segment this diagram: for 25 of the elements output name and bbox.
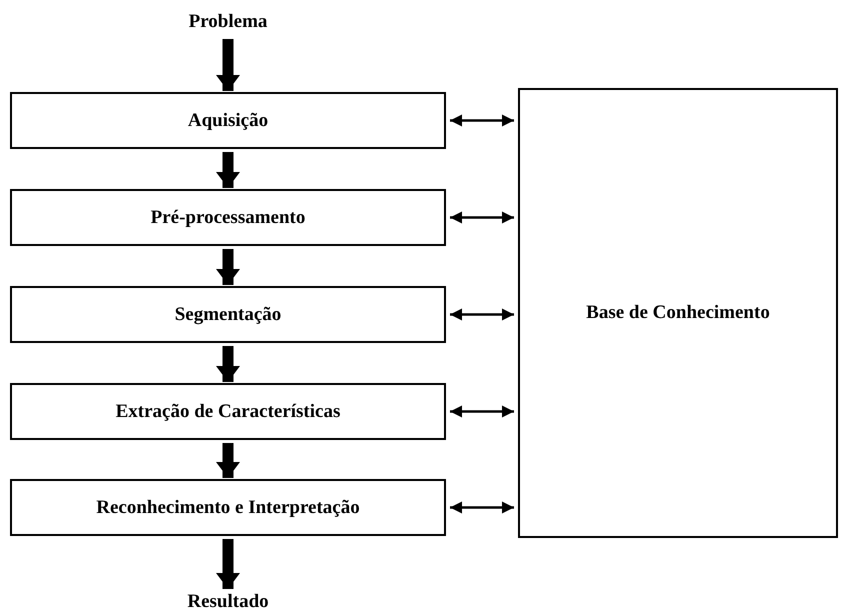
arrow: [216, 346, 240, 382]
box-label: Pré-processamento: [150, 206, 306, 228]
box-label: Aquisição: [188, 110, 268, 132]
arrow: [216, 39, 240, 91]
process-box: [518, 88, 838, 538]
box-label: Reconhecimento e Interpretação: [96, 496, 360, 518]
process-box: [10, 479, 446, 536]
box-label: Extração de Características: [116, 400, 340, 422]
box-label: Base de Conhecimento: [586, 302, 770, 324]
arrow: [450, 114, 514, 126]
flow-label: Problema: [188, 11, 268, 33]
arrow: [450, 406, 514, 418]
flow-label: Resultado: [187, 591, 269, 613]
process-box: [10, 383, 446, 440]
arrow: [450, 308, 514, 320]
arrow: [216, 443, 240, 478]
arrow: [450, 502, 514, 514]
process-box: [10, 92, 446, 149]
arrow: [216, 249, 240, 285]
arrow: [450, 212, 514, 224]
arrow: [216, 152, 240, 188]
process-box: [10, 286, 446, 343]
arrow: [216, 539, 240, 589]
process-box: [10, 189, 446, 246]
box-label: Segmentação: [174, 304, 282, 326]
